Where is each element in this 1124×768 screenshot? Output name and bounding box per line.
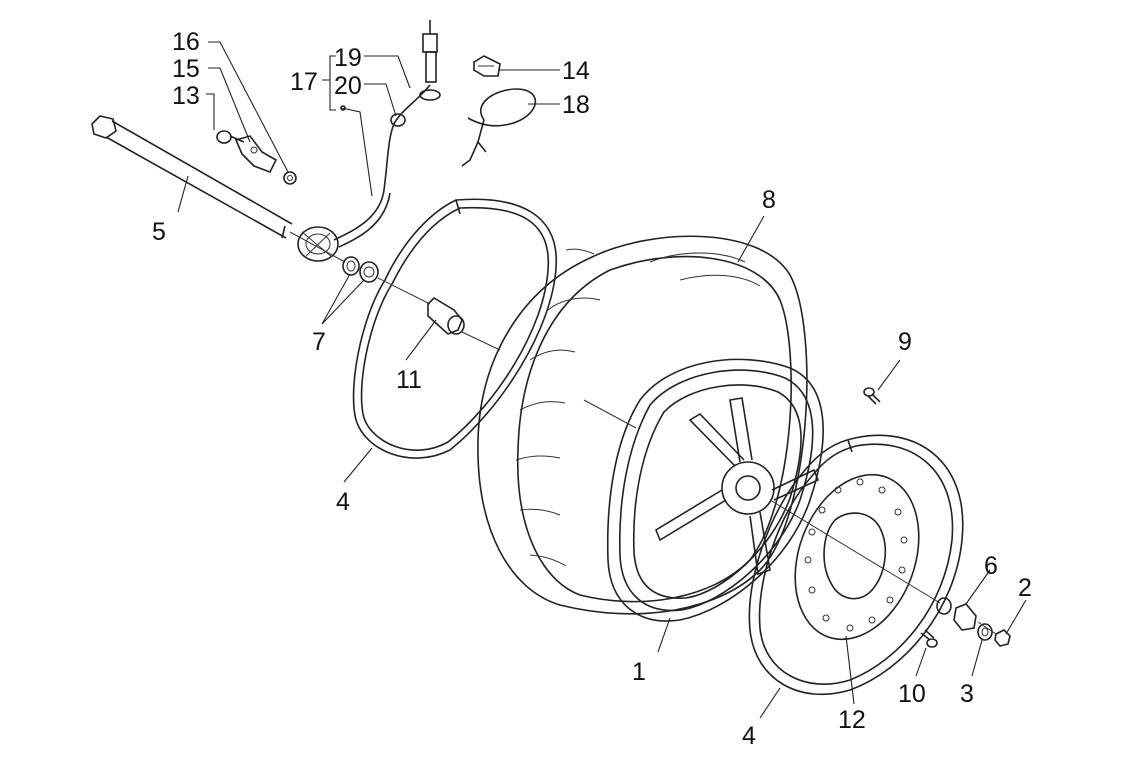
washer-part-3 [977,623,993,641]
speedometer-cable [333,20,441,248]
callout-9: 9 [898,328,912,356]
bracket-part-15 [234,135,278,174]
clip-part-14 [473,55,501,77]
callout-10: 10 [898,680,926,708]
callout-4-left: 4 [336,488,350,516]
callout-labels: 16 15 13 5 7 4 11 17 19 20 14 18 8 9 6 2… [152,28,1032,750]
callout-14: 14 [562,57,590,85]
disc-bolt-part-10 [920,629,938,648]
tyre-part-8 [477,235,808,615]
callout-18: 18 [562,91,590,119]
callout-19: 19 [334,44,362,72]
axle-part-5 [91,115,293,239]
bolt-part-13 [216,130,245,144]
callout-1: 1 [632,658,646,686]
callout-6: 6 [984,552,998,580]
spacer-part-11 [427,296,465,335]
callout-20: 20 [334,72,362,100]
callout-13: 13 [172,82,200,110]
callout-2: 2 [1018,574,1032,602]
callout-17: 17 [290,68,318,96]
spring-wire-part-18 [461,88,537,167]
callout-7: 7 [312,328,326,356]
callout-15: 15 [172,55,200,83]
cover-ring-part-4-right [748,434,964,695]
callout-5: 5 [152,218,166,246]
nut-part-2 [994,629,1011,647]
callout-12: 12 [838,706,866,734]
assembly-axis-lines [289,231,997,635]
brake-disc-part-12 [794,473,920,641]
callout-16: 16 [172,28,200,56]
callout-3: 3 [960,680,974,708]
bolt-part-9 [863,387,881,405]
callout-11: 11 [396,366,422,394]
cover-ring-part-4-left [352,198,557,459]
bearings-part-7 [342,256,379,283]
nut-part-16 [283,171,297,185]
callout-4-right: 4 [742,722,756,750]
callout-8: 8 [762,186,776,214]
speedometer-drive-unit [297,226,339,262]
leader-lines [177,41,1027,719]
